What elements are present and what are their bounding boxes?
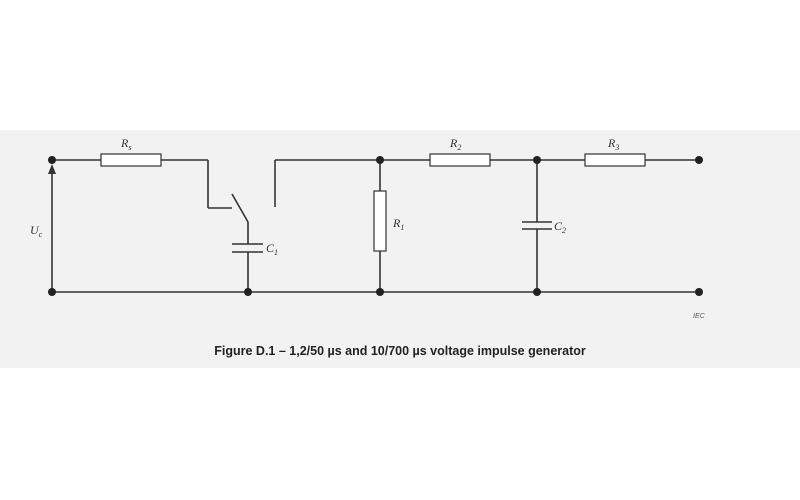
label-r3: R3 (607, 136, 619, 152)
uc-arrow-head (48, 164, 56, 174)
terminal-bottom-left (48, 288, 56, 296)
node-c1-ground (244, 288, 252, 296)
label-uc: Uc (30, 223, 43, 239)
figure-background (0, 130, 800, 368)
switch-blade (231, 193, 249, 223)
resistor-r1 (373, 190, 387, 252)
label-rs: Rs (120, 136, 131, 152)
terminal-output-top (695, 156, 703, 164)
resistor-rs (100, 153, 162, 167)
label-c1: C1 (266, 241, 278, 257)
resistor-r3 (584, 153, 646, 167)
figure-caption: Figure D.1 – 1,2/50 µs and 10/700 µs vol… (214, 344, 586, 358)
node-r1-ground (376, 288, 384, 296)
label-r1: R1 (392, 216, 404, 232)
label-r2: R2 (449, 136, 461, 152)
terminal-output-bottom (695, 288, 703, 296)
terminal-top-left (48, 156, 56, 164)
node-c2-top (533, 156, 541, 164)
resistor-r2 (429, 153, 491, 167)
label-c2: C2 (554, 219, 566, 235)
iec-tag: IEC (693, 313, 706, 320)
node-c2-ground (533, 288, 541, 296)
node-r1-top (376, 156, 384, 164)
